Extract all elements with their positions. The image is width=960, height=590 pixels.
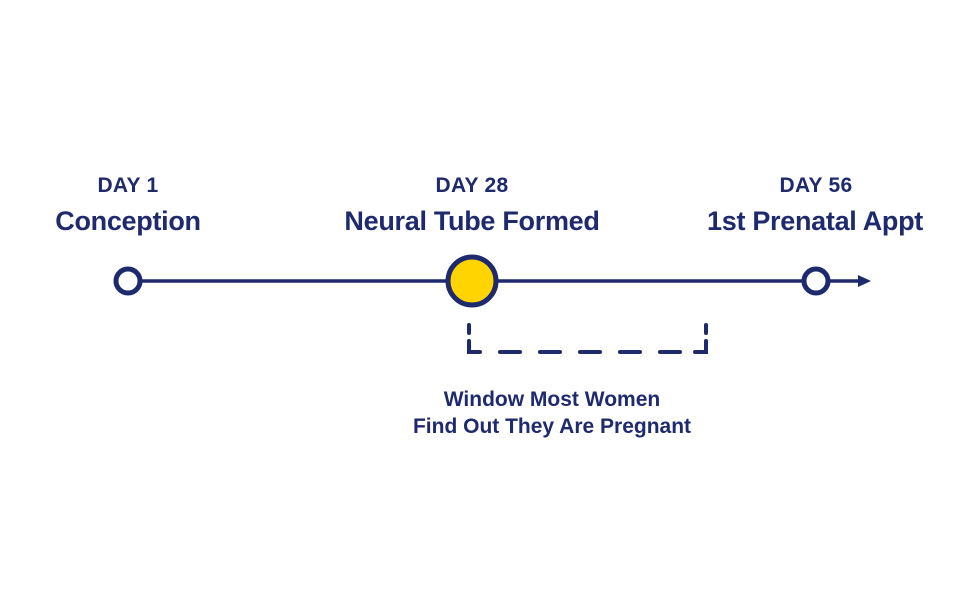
milestone-marker-day56 — [801, 266, 831, 296]
milestone-title-neural-tube: Neural Tube Formed — [344, 206, 600, 236]
arrow-head-icon — [858, 275, 871, 287]
milestone-day-1: DAY 1 — [97, 174, 159, 197]
milestone-title-conception: Conception — [55, 206, 201, 236]
milestone-marker-day1 — [113, 266, 143, 296]
milestone-title-prenatal-appt: 1st Prenatal Appt — [707, 206, 923, 236]
window-caption-line2: Find Out They Are Pregnant — [412, 415, 692, 438]
milestone-day-56: DAY 56 — [779, 174, 853, 197]
milestone-marker-day28 — [445, 254, 499, 308]
milestone-day-28: DAY 28 — [435, 174, 509, 197]
window-caption: Window Most Women Find Out They Are Preg… — [387, 386, 717, 440]
window-bracket — [467, 323, 708, 354]
window-caption-line1: Window Most Women — [443, 388, 661, 411]
